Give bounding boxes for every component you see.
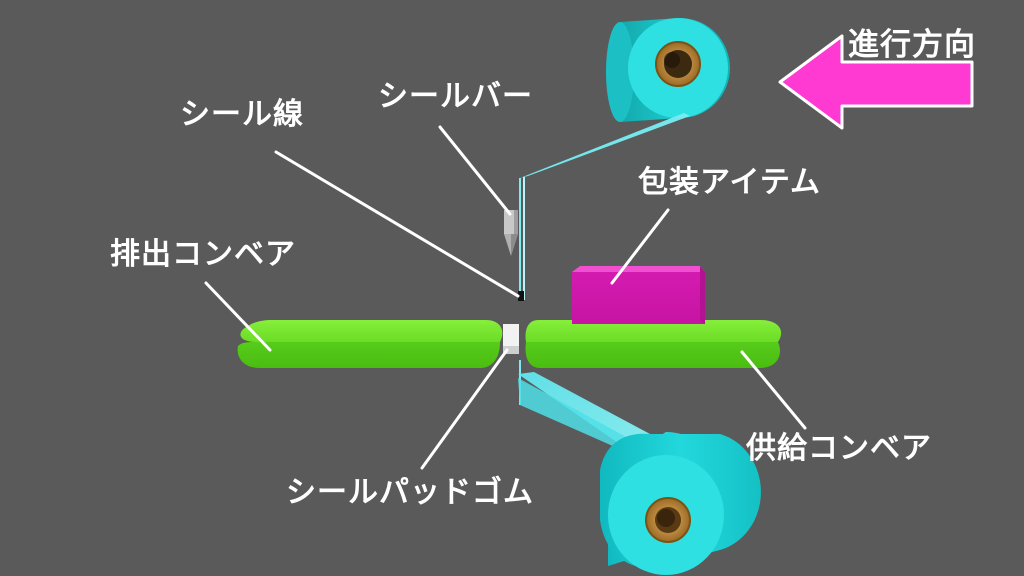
seal-bar [504, 210, 518, 256]
left-arrow-icon [778, 34, 974, 130]
leader-packaging-item [610, 208, 670, 285]
discharge-conveyor-label: 排出コンベア [110, 237, 296, 272]
seal-bar-label: シールバー [378, 79, 533, 114]
packaging-item-label: 包装アイテム [638, 165, 821, 200]
bottom-film-roll [600, 432, 761, 575]
seal-pad-rubber-label: シールパッドゴム [286, 475, 534, 510]
direction-label: 進行方向 [848, 27, 976, 63]
leader-supply-conveyor [740, 350, 807, 430]
seal-line-label: シール線 [180, 97, 304, 132]
discharge-conveyor-belt [237, 320, 503, 368]
top-film-roll [606, 18, 730, 122]
supply-conveyor-belt [525, 320, 782, 368]
leader-seal-pad-rubber [420, 348, 509, 470]
leader-discharge-conveyor [204, 281, 272, 352]
leader-seal-bar [438, 125, 512, 216]
top-roll-core [655, 41, 701, 87]
bottom-roll-core [645, 497, 691, 543]
seal-pad-rubber [503, 324, 519, 354]
film-upper [519, 113, 690, 300]
leader-seal-line [274, 150, 520, 298]
supply-conveyor-label: 供給コンベア [746, 431, 932, 466]
packaging-item-box [572, 266, 705, 324]
seal-line-mark [518, 291, 524, 301]
